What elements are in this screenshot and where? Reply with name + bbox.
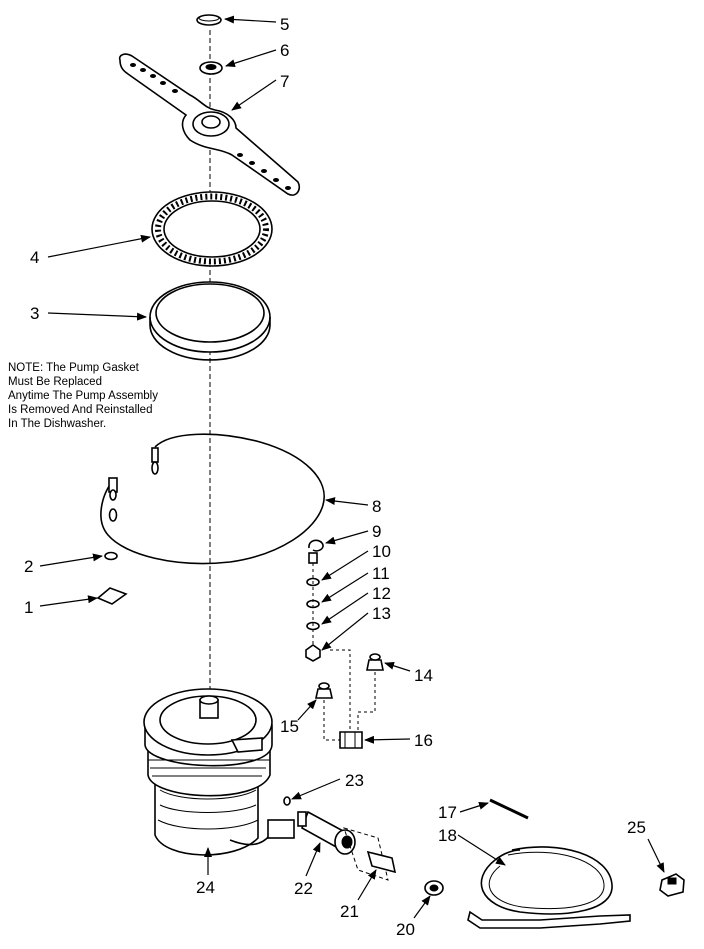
callout-6: 6	[280, 41, 289, 60]
part-8-wire-retainer	[100, 433, 325, 565]
callout-labels: 5 6 7 4 3 8 9 10 11 12 13 14 15 16 2 1 2…	[24, 15, 646, 939]
part-2-washer	[104, 551, 118, 561]
part-22-thermistor	[297, 810, 356, 855]
note-line-5: In The Dishwasher.	[8, 418, 107, 430]
callout-25: 25	[627, 818, 646, 837]
callout-12: 12	[372, 584, 391, 603]
part-3-pump-gasket	[149, 281, 271, 361]
callout-2: 2	[24, 557, 33, 576]
part-21-clip-bracket	[343, 827, 397, 881]
part-4-filter-screen	[151, 191, 273, 267]
part-7-wash-arm	[118, 53, 301, 196]
part-17-rod	[489, 798, 529, 820]
part-25-fitting	[659, 873, 685, 897]
part-6-washer	[199, 61, 223, 75]
part-5-cap	[196, 14, 222, 26]
callout-17: 17	[438, 803, 457, 822]
callout-11: 11	[372, 564, 390, 583]
callout-24: 24	[196, 878, 215, 897]
part-14-fitting	[366, 653, 384, 671]
callout-20: 20	[396, 920, 415, 939]
hardware-stack-9-13	[305, 539, 324, 662]
callout-18: 18	[438, 826, 457, 845]
callout-14: 14	[414, 666, 433, 685]
note-line-2: Must Be Replaced	[8, 376, 102, 388]
callout-3: 3	[30, 304, 39, 323]
callout-9: 9	[372, 522, 381, 541]
callout-22: 22	[294, 879, 313, 898]
part-1-bracket	[96, 587, 128, 605]
note-line-3: Anytime The Pump Assembly	[8, 390, 158, 402]
part-15-fitting	[315, 682, 333, 699]
callout-23: 23	[345, 771, 364, 790]
callout-13: 13	[372, 604, 391, 623]
callout-1: 1	[24, 598, 33, 617]
leader-lines	[39, 15, 665, 919]
note-line-1: NOTE: The Pump Gasket	[8, 362, 139, 374]
part-10-stud	[308, 552, 318, 564]
callout-4: 4	[30, 248, 39, 267]
note-line-4: Is Removed And Reinstalled	[8, 404, 153, 416]
callout-10: 10	[372, 542, 391, 561]
callout-7: 7	[280, 72, 289, 91]
part-23-o-ring	[283, 796, 291, 806]
callout-5: 5	[280, 15, 289, 34]
callout-21: 21	[340, 902, 359, 921]
pump-gasket-note: NOTE: The Pump Gasket Must Be Replaced A…	[8, 361, 208, 431]
part-24-pump-motor-assembly	[143, 688, 295, 856]
callout-8: 8	[372, 497, 381, 516]
callout-16: 16	[414, 731, 433, 750]
part-9-clip	[308, 539, 324, 552]
part-20-clip	[424, 880, 444, 896]
part-16-bracket	[323, 649, 376, 749]
part-18-hose	[467, 846, 631, 929]
callout-15: 15	[280, 717, 299, 736]
